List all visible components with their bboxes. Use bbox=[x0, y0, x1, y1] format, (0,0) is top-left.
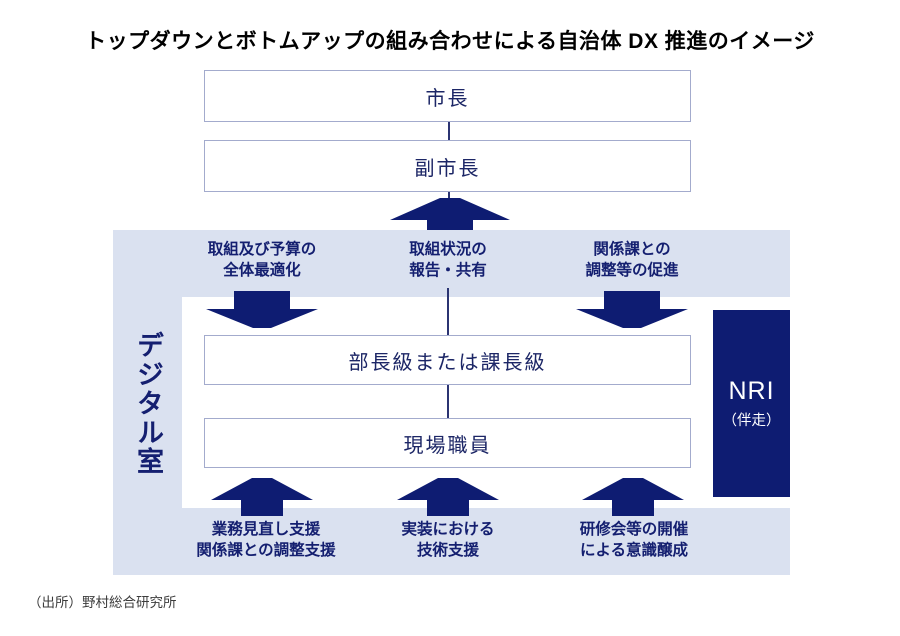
flow-label-line2: 報告・共有 bbox=[409, 262, 487, 279]
connector-report-managers bbox=[447, 288, 449, 335]
flow-label-line1: 関係課との bbox=[593, 241, 671, 258]
flow-label-line1: 実装における bbox=[401, 521, 495, 538]
managers-box: 部長級または課長級 bbox=[204, 335, 691, 385]
flow-label-coordination: 関係課との 調整等の促進 bbox=[522, 239, 742, 281]
managers-label: 部長級または課長級 bbox=[348, 351, 547, 374]
mayor-label: 市長 bbox=[425, 87, 470, 110]
connector-mayor-deputy bbox=[448, 122, 450, 140]
deputy-mayor-label: 副市長 bbox=[414, 157, 481, 180]
flow-label-line2: 技術支援 bbox=[416, 542, 479, 559]
inner-work-area bbox=[182, 297, 790, 508]
mayor-box: 市長 bbox=[204, 70, 691, 122]
digital-office-label: デジタル室 bbox=[133, 330, 163, 476]
flow-label-status-report: 取組状況の 報告・共有 bbox=[338, 239, 558, 281]
flow-label-line2: 関係課との調整支援 bbox=[196, 542, 336, 559]
connector-managers-field bbox=[447, 385, 449, 418]
nri-sub-label: （伴走） bbox=[722, 413, 781, 429]
source-note: （出所）野村総合研究所 bbox=[28, 595, 177, 610]
nri-box: NRI （伴走） bbox=[713, 310, 790, 497]
deputy-mayor-box: 副市長 bbox=[204, 140, 691, 192]
field-staff-box: 現場職員 bbox=[204, 418, 691, 468]
field-staff-label: 現場職員 bbox=[403, 434, 492, 457]
nri-label: NRI bbox=[728, 377, 775, 405]
flow-label-line2: 全体最適化 bbox=[223, 262, 301, 279]
flow-label-line1: 取組及び予算の bbox=[207, 241, 317, 258]
flow-label-line1: 業務見直し支援 bbox=[211, 521, 321, 538]
flow-label-training: 研修会等の開催 による意識醸成 bbox=[524, 519, 744, 561]
flow-label-line1: 研修会等の開催 bbox=[579, 521, 689, 538]
flow-label-budget-optimization: 取組及び予算の 全体最適化 bbox=[152, 239, 372, 281]
connector-arrow-deputy bbox=[448, 192, 450, 200]
page-title: トップダウンとボトムアップの組み合わせによる自治体 DX 推進のイメージ bbox=[85, 30, 815, 53]
flow-label-tech-support: 実装における 技術支援 bbox=[338, 519, 558, 561]
arrow-up-report-icon bbox=[390, 198, 510, 233]
flow-label-line2: による意識醸成 bbox=[579, 542, 689, 559]
flow-label-line2: 調整等の促進 bbox=[585, 262, 679, 279]
flow-label-line1: 取組状況の bbox=[409, 241, 487, 258]
flow-label-review-support: 業務見直し支援 関係課との調整支援 bbox=[156, 519, 376, 561]
